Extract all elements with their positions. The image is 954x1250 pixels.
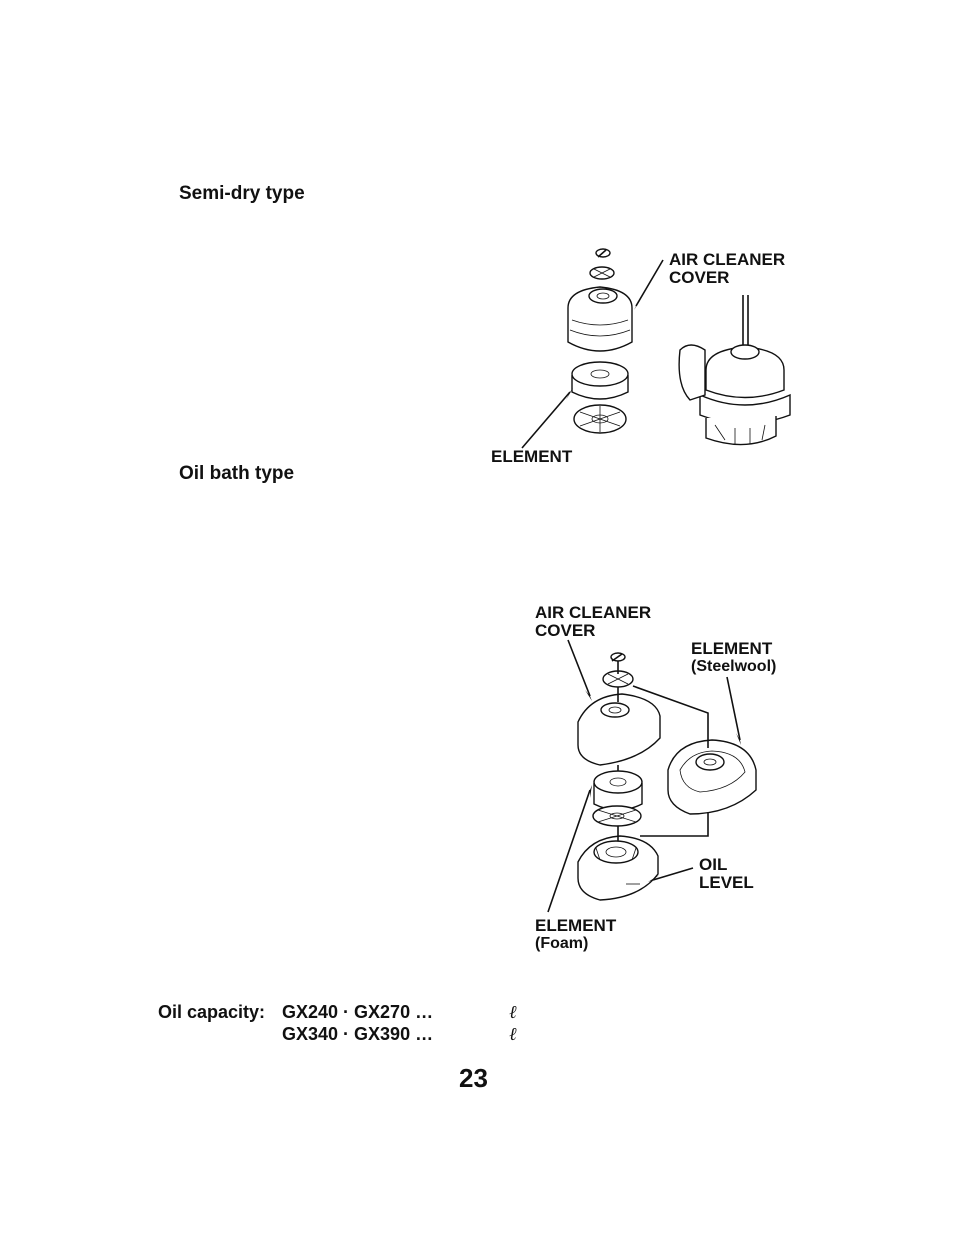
oil-capacity-label: Oil capacity: xyxy=(158,1002,266,1022)
steelwool-element-label: ELEMENT (Steelwool) xyxy=(691,640,776,676)
semi-dry-cover-label-line1: AIR CLEANER xyxy=(669,250,786,269)
steelwool-element-label-line2: (Steelwool) xyxy=(691,658,777,675)
wing-nut-icon xyxy=(595,248,611,258)
oil-bath-heading: Oil bath type xyxy=(179,463,295,484)
oil-capacity-row-2-models: GX340 · GX390 … xyxy=(282,1024,434,1044)
oil-bath-cover-label-line1: AIR CLEANER xyxy=(535,603,652,622)
oil-bath-cover-label-line2: COVER xyxy=(535,621,596,640)
engine-assembly-icon xyxy=(678,295,791,446)
foam-element-icon xyxy=(593,770,643,811)
assembly-connector-lines xyxy=(617,661,709,841)
cover-leader-line xyxy=(567,639,591,697)
oil-capacity-row-1-unit: ℓ xyxy=(509,1002,517,1022)
element-grid-icon xyxy=(592,805,642,827)
steelwool-element-icon xyxy=(667,739,757,815)
wing-nut-icon xyxy=(610,652,626,662)
oil-capacity-row-1-models: GX240 · GX270 … xyxy=(282,1002,434,1022)
air-cleaner-cover-icon xyxy=(567,286,633,352)
semi-dry-heading: Semi-dry type xyxy=(179,183,305,204)
oil-bath-cover-label: AIR CLEANER COVER xyxy=(535,604,651,640)
cover-leader-line xyxy=(635,259,664,307)
page-number: 23 xyxy=(459,1063,488,1093)
semi-dry-cover-label-line2: COVER xyxy=(669,268,730,287)
steelwool-leader-line xyxy=(726,676,741,741)
oil-level-label: OIL LEVEL xyxy=(699,856,754,892)
steelwool-element-label-line1: ELEMENT xyxy=(691,639,773,658)
foam-element-label: ELEMENT (Foam) xyxy=(535,917,616,953)
oil-capacity-row-2-unit: ℓ xyxy=(509,1024,517,1044)
foam-leader-line xyxy=(547,789,591,913)
element-grid-icon xyxy=(573,404,627,434)
oil-level-label-line2: LEVEL xyxy=(699,873,754,892)
foam-element-label-line2: (Foam) xyxy=(535,935,589,952)
air-cleaner-cover-icon xyxy=(577,693,661,766)
element-leader-line xyxy=(521,391,571,449)
oil-case-icon xyxy=(577,835,659,901)
semi-dry-element-label: ELEMENT xyxy=(491,447,573,466)
foam-element-label-line1: ELEMENT xyxy=(535,916,617,935)
semi-dry-cover-label: AIR CLEANER COVER xyxy=(669,251,785,287)
washer-icon xyxy=(589,266,615,280)
element-icon xyxy=(571,361,629,400)
oil-level-leader-line xyxy=(652,867,694,881)
oil-level-label-line1: OIL xyxy=(699,855,728,874)
